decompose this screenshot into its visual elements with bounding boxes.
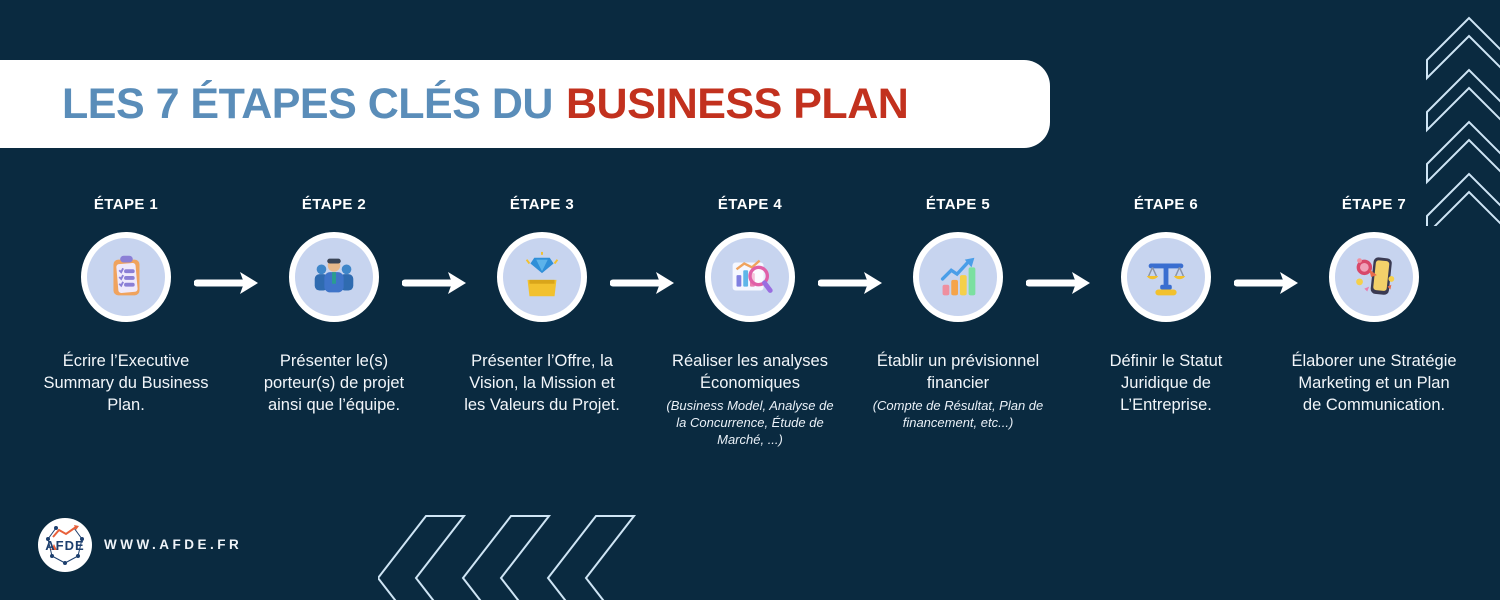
arrow-right-icon (193, 270, 260, 296)
title-part-blue: LES 7 ÉTAPES CLÉS DU (62, 79, 553, 128)
arrow-right-icon (817, 270, 884, 296)
step-column-5: ÉTAPE 5 Établir un prévisionnel financie… (854, 196, 1062, 448)
step-note: (Business Model, Analyse de la Concurren… (666, 398, 834, 447)
step-description: Écrire l’Executive Summary du Business P… (43, 352, 209, 414)
website-url: WWW.AFDE.FR (104, 537, 243, 552)
step-circle (1121, 232, 1211, 322)
step-column-2: ÉTAPE 2 Présenter le(s) porteur(s) de pr… (230, 196, 438, 448)
step-column-6: ÉTAPE 6 Définir le Statut Juridique de L… (1062, 196, 1270, 448)
chart-magnifier-icon (732, 259, 773, 293)
step-column-7: ÉTAPE 7 Élaborer une Stratégie Marketing… (1270, 196, 1478, 448)
arrow-right-icon (1233, 270, 1300, 296)
step-label: ÉTAPE 1 (93, 196, 159, 213)
arrow-right-icon (609, 270, 676, 296)
clipboard-checklist-icon (113, 255, 140, 296)
chevron-left-icon (378, 515, 637, 600)
step-label: ÉTAPE 5 (925, 196, 991, 213)
step-column-4: ÉTAPE 4 Réaliser les analyses Économique… (646, 196, 854, 448)
chevrons-up-decoration (1424, 14, 1500, 226)
step-label: ÉTAPE 3 (509, 196, 575, 213)
step-circle (497, 232, 587, 322)
step-circle (289, 232, 379, 322)
arrow-right-icon (1025, 270, 1092, 296)
step-description: Réaliser les analyses Économiques (672, 352, 828, 392)
marketing-phone-icon (1356, 257, 1395, 295)
chevron-up-icon (1426, 16, 1500, 226)
chevrons-left-decoration (378, 514, 644, 600)
step-circle (1329, 232, 1419, 322)
step-column-1: ÉTAPE 1 Écrire l’Executive Summary du Bu… (22, 196, 230, 448)
step-description: Présenter le(s) porteur(s) de projet ain… (263, 352, 405, 414)
step-description: Présenter l’Offre, la Vision, la Mission… (464, 352, 620, 414)
step-description: Définir le Statut Juridique de L’Entrepr… (1109, 352, 1223, 414)
step-label: ÉTAPE 6 (1133, 196, 1199, 213)
diamond-in-box-icon (525, 251, 559, 297)
afde-logo: AFDE (38, 518, 92, 572)
growth-bar-chart-icon (940, 257, 976, 296)
step-description: Élaborer une Stratégie Marketing et un P… (1291, 352, 1457, 414)
step-circle (81, 232, 171, 322)
balance-scale-icon (1146, 263, 1186, 296)
step-note: (Compte de Résultat, Plan de financement… (872, 398, 1044, 430)
step-label: ÉTAPE 2 (301, 196, 367, 213)
step-label: ÉTAPE 4 (717, 196, 783, 213)
step-circle (913, 232, 1003, 322)
title-banner: LES 7 ÉTAPES CLÉS DU BUSINESS PLAN (0, 60, 1050, 148)
step-column-3: ÉTAPE 3 Présenter l’Offre, la Vision, la… (438, 196, 646, 448)
afde-logo-icon: AFDE (38, 518, 92, 572)
title-part-red: BUSINESS PLAN (565, 79, 909, 128)
team-people-icon (314, 258, 354, 293)
step-description: Établir un prévisionnel financier (876, 352, 1040, 392)
step-label: ÉTAPE 7 (1341, 196, 1407, 213)
svg-text:AFDE: AFDE (45, 538, 84, 553)
steps-row: ÉTAPE 1 Écrire l’Executive Summary du Bu… (22, 196, 1478, 448)
step-circle (705, 232, 795, 322)
arrow-right-icon (401, 270, 468, 296)
